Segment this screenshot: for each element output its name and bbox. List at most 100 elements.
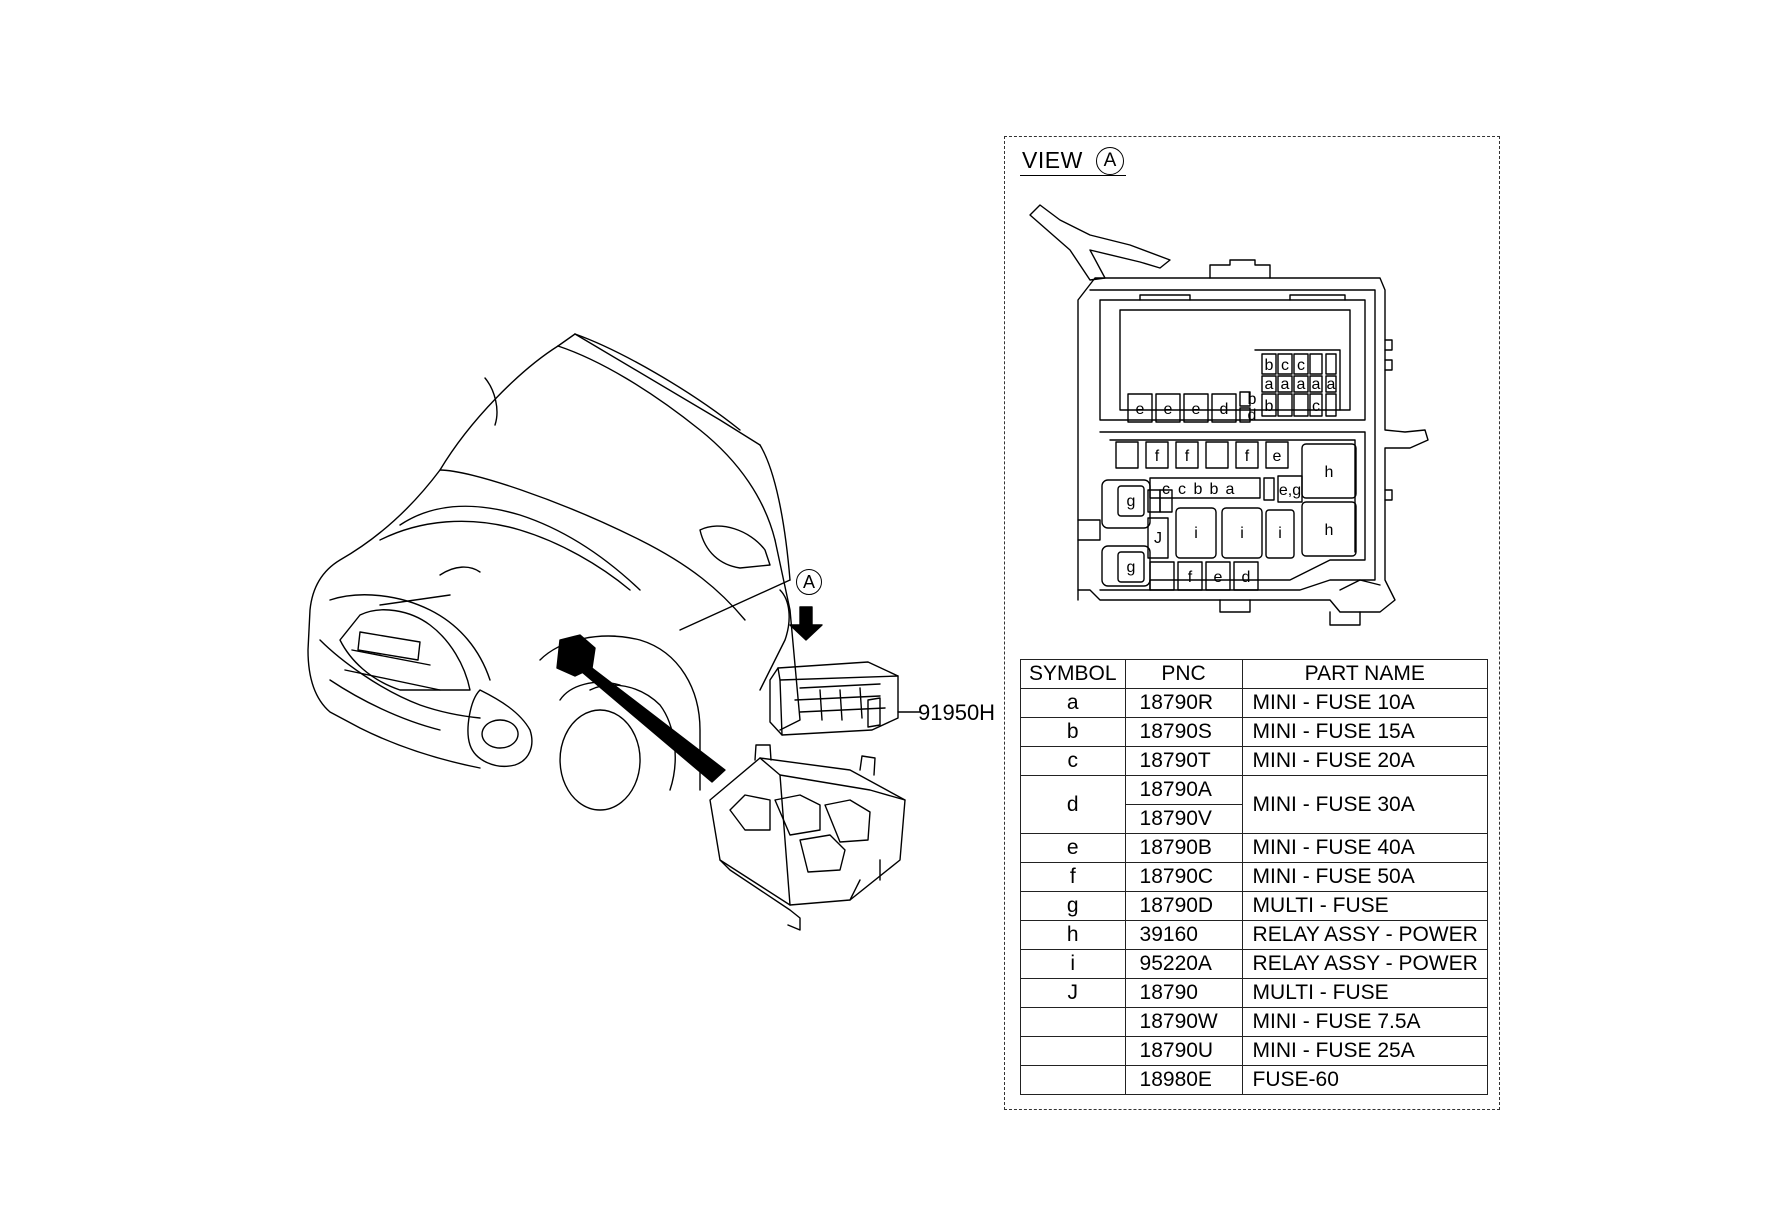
- fuse-label: d: [1248, 407, 1257, 424]
- fuse-label: e: [1214, 569, 1223, 586]
- table-row: f 18790C MINI - FUSE 50A: [1020, 862, 1489, 892]
- fuse-label: b: [1194, 481, 1203, 498]
- part-name-cell: MINI - FUSE 15A: [1241, 717, 1489, 747]
- fuse-label: b: [1210, 481, 1219, 498]
- fuse-label: c: [1178, 481, 1186, 498]
- fuse-label: b: [1265, 357, 1274, 374]
- pnc-cell: 18790W: [1124, 1007, 1243, 1037]
- view-a-fusebox-outline: [1029, 204, 1429, 626]
- pnc-cell: 18790B: [1124, 833, 1243, 863]
- pnc-cell: 18790U: [1124, 1036, 1243, 1066]
- symbol-cell: [1020, 1036, 1126, 1066]
- fuse-label: a: [1312, 376, 1321, 393]
- table-row: h 39160 RELAY ASSY - POWER: [1020, 920, 1489, 950]
- fuse-label: i: [1194, 525, 1198, 542]
- fuse-label: f: [1188, 569, 1193, 586]
- part-name-cell: MINI - FUSE 50A: [1241, 862, 1489, 892]
- fuse-label: a: [1226, 481, 1235, 498]
- part-name-cell: MINI - FUSE 20A: [1241, 746, 1489, 776]
- table-row: J 18790 MULTI - FUSE: [1020, 978, 1489, 1008]
- part-name-cell: MINI - FUSE 25A: [1241, 1036, 1489, 1066]
- fuse-label: a: [1265, 376, 1274, 393]
- part-name-cell: FUSE-60: [1241, 1065, 1489, 1095]
- fuse-label: a: [1327, 376, 1336, 393]
- fuse-label: i: [1278, 525, 1282, 542]
- fuse-label: e: [1192, 401, 1201, 418]
- symbol-cell: [1020, 1007, 1126, 1037]
- fuse-label: d: [1242, 569, 1251, 586]
- fuse-label: g: [1127, 559, 1136, 576]
- pnc-cell: 18790D: [1124, 891, 1243, 921]
- fuse-box-lower-drawing: [709, 744, 906, 931]
- part-name-cell: RELAY ASSY - POWER: [1241, 920, 1489, 950]
- fuse-label: e,g: [1279, 482, 1301, 499]
- part-name-cell: MINI - FUSE 10A: [1241, 688, 1489, 718]
- view-a-panel: [1004, 136, 1500, 1110]
- table-row: b 18790S MINI - FUSE 15A: [1020, 717, 1489, 747]
- table-row: a 18790R MINI - FUSE 10A: [1020, 688, 1489, 718]
- pnc-cell: 18790: [1124, 978, 1243, 1008]
- part-name-cell: MINI - FUSE 40A: [1241, 833, 1489, 863]
- fuse-label: d: [1220, 401, 1229, 418]
- table-row: 18790U MINI - FUSE 25A: [1020, 1036, 1489, 1066]
- view-mark: A: [1096, 147, 1124, 175]
- fuse-label: e: [1164, 401, 1173, 418]
- fuse-label: J: [1154, 530, 1162, 547]
- fuse-label: b: [1265, 398, 1274, 415]
- part-name-cell: MINI - FUSE 7.5A: [1241, 1007, 1489, 1037]
- table-row: g 18790D MULTI - FUSE: [1020, 891, 1489, 921]
- symbol-cell: c: [1020, 746, 1126, 776]
- fuse-label: i: [1240, 525, 1244, 542]
- pnc-cell: 18790V: [1124, 804, 1243, 834]
- fuse-label: c: [1162, 481, 1170, 498]
- pnc-cell: 18790T: [1124, 746, 1243, 776]
- fuse-label: a: [1281, 376, 1290, 393]
- fuse-label: h: [1325, 464, 1334, 481]
- column-header-part-name: PART NAME: [1241, 659, 1489, 689]
- pnc-cell: 95220A: [1124, 949, 1243, 979]
- column-header-pnc: PNC: [1124, 659, 1243, 689]
- parts-table: SYMBOL PNC PART NAME a 18790R MINI - FUS…: [1020, 659, 1489, 1095]
- fuse-label: c: [1281, 357, 1289, 374]
- table-row: c 18790T MINI - FUSE 20A: [1020, 746, 1489, 776]
- fuse-label: g: [1127, 493, 1136, 510]
- pnc-cell: 18980E: [1124, 1065, 1243, 1095]
- table-header-row: SYMBOL PNC PART NAME: [1020, 659, 1489, 689]
- fuse-box-cover-drawing: [769, 661, 921, 736]
- fuse-label: b: [1248, 391, 1257, 408]
- pnc-cell: 18790C: [1124, 862, 1243, 892]
- fuse-label: f: [1245, 448, 1250, 465]
- symbol-cell: J: [1020, 978, 1126, 1008]
- symbol-cell: h: [1020, 920, 1126, 950]
- table-row: 18790W MINI - FUSE 7.5A: [1020, 1007, 1489, 1037]
- fuse-label: h: [1325, 522, 1334, 539]
- symbol-cell: f: [1020, 862, 1126, 892]
- part-name-cell: MULTI - FUSE: [1241, 978, 1489, 1008]
- symbol-cell: i: [1020, 949, 1126, 979]
- fuse-label: e: [1136, 401, 1145, 418]
- fuse-label: c: [1312, 398, 1320, 415]
- fuse-label: a: [1297, 376, 1306, 393]
- view-a-fuse-labels: e e e d b d b a b c a c a a a c f f f e …: [1127, 357, 1336, 586]
- table-row: e 18790B MINI - FUSE 40A: [1020, 833, 1489, 863]
- pnc-cell: 18790R: [1124, 688, 1243, 718]
- fuse-label: f: [1185, 448, 1190, 465]
- symbol-cell: a: [1020, 688, 1126, 718]
- part-number-label: 91950H: [918, 700, 996, 725]
- symbol-cell: d: [1020, 775, 1126, 834]
- fuse-label: c: [1297, 357, 1305, 374]
- view-title: VIEW: [1022, 147, 1083, 173]
- symbol-cell: [1020, 1065, 1126, 1095]
- symbol-cell: e: [1020, 833, 1126, 863]
- part-name-cell: RELAY ASSY - POWER: [1241, 949, 1489, 979]
- pnc-cell: 18790A: [1124, 775, 1243, 805]
- pnc-cell: 18790S: [1124, 717, 1243, 747]
- callout-a-mark: A: [796, 569, 822, 595]
- table-row: 18980E FUSE-60: [1020, 1065, 1489, 1095]
- column-header-symbol: SYMBOL: [1020, 659, 1126, 689]
- part-name-cell: MULTI - FUSE: [1241, 891, 1489, 921]
- car-illustration: [307, 333, 801, 811]
- symbol-cell: g: [1020, 891, 1126, 921]
- pnc-cell: 39160: [1124, 920, 1243, 950]
